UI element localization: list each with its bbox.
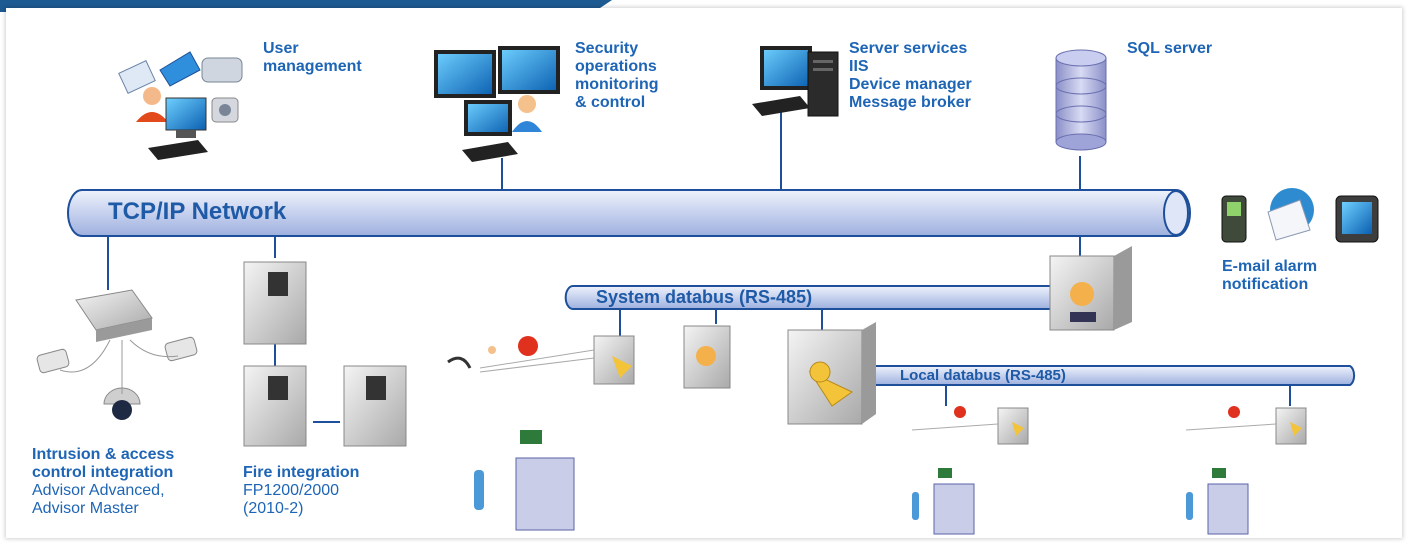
- email-alarm-label: E-mail alarm notification: [1222, 258, 1318, 293]
- user-management-label: User management: [263, 40, 362, 75]
- user-management-icons: [118, 51, 243, 160]
- local-databus-label: Local databus (RS-485): [900, 367, 1066, 384]
- fire-integration-label: Fire integration FP1200/2000 (2010-2): [243, 464, 360, 517]
- tcpip-network-bus: [67, 189, 1191, 237]
- local-databus-devices: [911, 406, 1307, 535]
- network-controller-icon: [1049, 246, 1132, 331]
- sql-server-icon: [1055, 49, 1107, 151]
- intrusion-access-label: Intrusion & access control integration A…: [32, 446, 175, 517]
- system-databus-devices: [447, 322, 876, 531]
- tcpip-network-label: TCP/IP Network: [108, 198, 287, 225]
- server-icons: [752, 46, 839, 117]
- system-databus-label: System databus (RS-485): [596, 287, 813, 307]
- fire-panel-icons: [243, 261, 407, 447]
- sql-server-label: SQL server: [1127, 40, 1213, 57]
- security-operations-label: Security operations monitoring & control: [575, 40, 659, 111]
- diagram-frame: [6, 8, 1402, 538]
- connector-lines: [107, 108, 1291, 423]
- local-databus-bus: [871, 365, 1356, 386]
- security-operations-icons: [434, 46, 560, 162]
- email-alarm-icons: [1221, 188, 1379, 243]
- server-services-label: Server services IIS Device manager Messa…: [849, 40, 972, 111]
- intrusion-control-icons: [36, 289, 198, 420]
